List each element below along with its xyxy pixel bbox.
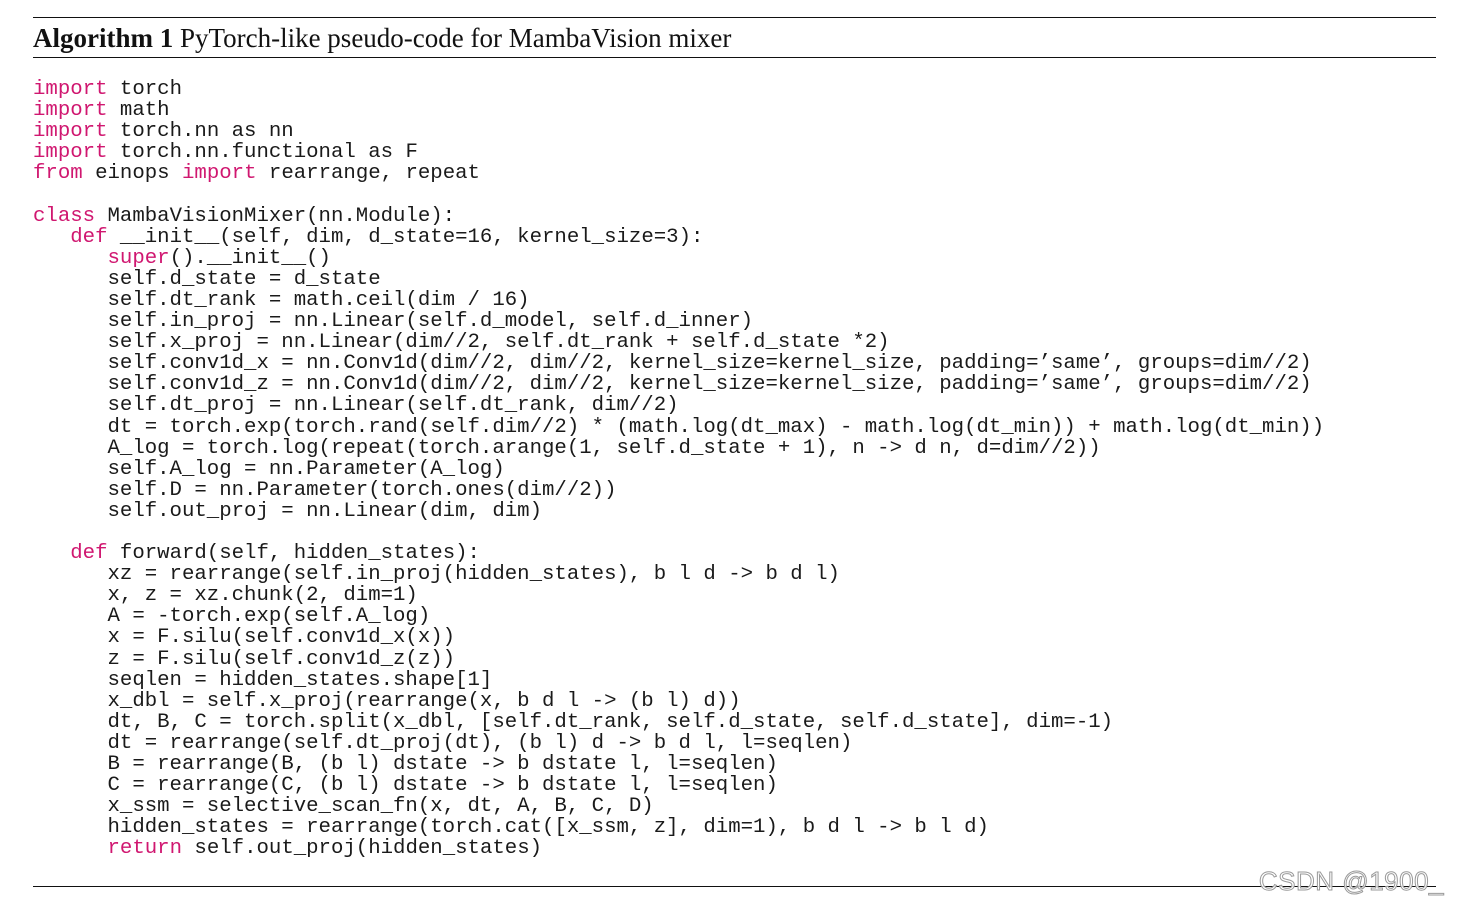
code-text: dt = torch.exp(torch.rand(self.dim//2) *… <box>33 415 1325 439</box>
code-line: C = rearrange(C, (b l) dstate -> b dstat… <box>33 775 1436 796</box>
code-text: self.out_proj(hidden_states) <box>182 837 543 861</box>
code-line: from einops import rearrange, repeat <box>33 163 1436 184</box>
code-line: self.in_proj = nn.Linear(self.d_model, s… <box>33 311 1436 332</box>
code-line: self.dt_proj = nn.Linear(self.dt_rank, d… <box>33 395 1436 416</box>
code-text: self.dt_rank = math.ceil(dim / 16) <box>33 288 530 312</box>
algorithm-block: Algorithm 1 PyTorch-like pseudo-code for… <box>33 17 1436 859</box>
code-keyword: import <box>33 78 108 101</box>
watermark: CSDN @1900_ <box>1258 866 1444 897</box>
code-text: self.out_proj = nn.Linear(dim, dim) <box>33 499 542 523</box>
code-line: hidden_states = rearrange(torch.cat([x_s… <box>33 817 1436 838</box>
code-line: self.conv1d_x = nn.Conv1d(dim//2, dim//2… <box>33 353 1436 374</box>
algorithm-label: Algorithm 1 <box>33 23 174 53</box>
code-text: seqlen = hidden_states.shape[1] <box>33 668 493 692</box>
code-text <box>33 542 70 565</box>
code-text <box>33 247 108 270</box>
code-line: self.D = nn.Parameter(torch.ones(dim//2)… <box>33 480 1436 501</box>
code-keyword: import <box>182 162 257 186</box>
caption-rule <box>33 57 1436 58</box>
code-text: torch.nn as nn <box>107 120 294 144</box>
code-line: self.out_proj = nn.Linear(dim, dim) <box>33 501 1436 522</box>
bottom-rule <box>33 886 1436 887</box>
code-keyword: super <box>107 246 170 270</box>
code-line: x = F.silu(self.conv1d_x(x)) <box>33 627 1436 648</box>
code-text: C = rearrange(C, (b l) dstate -> b dstat… <box>33 774 778 798</box>
code-line: self.dt_rank = math.ceil(dim / 16) <box>33 290 1436 311</box>
code-line: super().__init__() <box>33 248 1436 269</box>
code-text: math <box>107 99 170 123</box>
code-text: self.d_state = d_state <box>33 267 381 291</box>
code-line: return self.out_proj(hidden_states) <box>33 838 1436 859</box>
code-line: x_ssm = selective_scan_fn(x, dt, A, B, C… <box>33 796 1436 817</box>
code-line: self.A_log = nn.Parameter(A_log) <box>33 459 1436 480</box>
code-text: forward(self, hidden_states): <box>107 542 480 566</box>
algorithm-caption: Algorithm 1 PyTorch-like pseudo-code for… <box>33 18 1436 56</box>
code-text: x = F.silu(self.conv1d_x(x)) <box>33 626 456 650</box>
code-line: A_log = torch.log(repeat(torch.arange(1,… <box>33 438 1436 459</box>
code-text <box>33 837 108 860</box>
code-keyword: class <box>33 204 96 228</box>
code-line: import torch.nn as nn <box>33 121 1436 142</box>
code-keyword: def <box>70 542 108 566</box>
code-text: torch.nn.functional as F <box>107 141 418 165</box>
code-text: dt = rearrange(self.dt_proj(dt), (b l) d… <box>33 731 853 755</box>
code-text <box>33 226 70 249</box>
code-text: self.conv1d_x = nn.Conv1d(dim//2, dim//2… <box>33 352 1312 376</box>
code-line: dt = rearrange(self.dt_proj(dt), (b l) d… <box>33 733 1436 754</box>
code-keyword: import <box>33 141 108 165</box>
code-keyword: return <box>107 837 183 861</box>
code-line: B = rearrange(B, (b l) dstate -> b dstat… <box>33 754 1436 775</box>
code-line: z = F.silu(self.conv1d_z(z)) <box>33 647 1436 671</box>
code-line: def __init__(self, dim, d_state=16, kern… <box>33 227 1436 248</box>
code-line: import torch <box>33 79 1436 100</box>
top-rule <box>33 17 1436 18</box>
code-text: torch <box>107 78 182 101</box>
code-keyword: def <box>70 225 108 249</box>
code-text: self.x_proj = nn.Linear(dim//2, self.dt_… <box>33 331 890 355</box>
code-line: xz = rearrange(self.in_proj(hidden_state… <box>33 564 1436 585</box>
code-line: self.d_state = d_state <box>33 269 1436 290</box>
code-line: dt = torch.exp(torch.rand(self.dim//2) *… <box>33 415 1436 439</box>
code-text: dt, B, C = torch.split(x_dbl, [self.dt_r… <box>33 710 1114 734</box>
code-line: A = -torch.exp(self.A_log) <box>33 606 1436 627</box>
code-keyword: import <box>33 120 108 144</box>
code-line: import math <box>33 100 1436 121</box>
code-line: import torch.nn.functional as F <box>33 142 1436 163</box>
code-text: self.in_proj = nn.Linear(self.d_model, s… <box>33 310 754 334</box>
code-text: MambaVisionMixer(nn.Module): <box>95 204 456 228</box>
code-text: x_dbl = self.x_proj(rearrange(x, b d l -… <box>33 689 741 713</box>
code-line: self.conv1d_z = nn.Conv1d(dim//2, dim//2… <box>33 374 1436 395</box>
code-line: x_dbl = self.x_proj(rearrange(x, b d l -… <box>33 691 1436 712</box>
code-line <box>33 184 1436 205</box>
code-line <box>33 522 1436 543</box>
code-text: ().__init__() <box>169 246 331 270</box>
code-text: B = rearrange(B, (b l) dstate -> b dstat… <box>33 753 778 776</box>
code-text: self.conv1d_z = nn.Conv1d(dim//2, dim//2… <box>33 373 1312 397</box>
code-text: A_log = torch.log(repeat(torch.arange(1,… <box>33 436 1101 460</box>
code-text: hidden_states = rearrange(torch.cat([x_s… <box>33 816 989 840</box>
code-line: self.x_proj = nn.Linear(dim//2, self.dt_… <box>33 332 1436 353</box>
code-line: dt, B, C = torch.split(x_dbl, [self.dt_r… <box>33 712 1436 733</box>
code-line: x, z = xz.chunk(2, dim=1) <box>33 585 1436 606</box>
code-line: def forward(self, hidden_states): <box>33 543 1436 564</box>
code-keyword: from <box>33 162 83 186</box>
code-text: x, z = xz.chunk(2, dim=1) <box>33 584 418 608</box>
code-text: A = -torch.exp(self.A_log) <box>33 605 431 629</box>
code-text: xz = rearrange(self.in_proj(hidden_state… <box>33 563 840 587</box>
code-text: x_ssm = selective_scan_fn(x, dt, A, B, C… <box>33 795 654 819</box>
code-text: self.dt_proj = nn.Linear(self.dt_rank, d… <box>33 394 679 418</box>
algorithm-title: PyTorch-like pseudo-code for MambaVision… <box>179 23 732 53</box>
code-text: self.D = nn.Parameter(torch.ones(dim//2)… <box>33 478 617 502</box>
code-text: z = F.silu(self.conv1d_z(z)) <box>33 647 456 671</box>
code-text: __init__(self, dim, d_state=16, kernel_s… <box>107 225 704 249</box>
code-keyword: import <box>33 99 108 123</box>
code-text: einops <box>82 162 182 186</box>
code-line: seqlen = hidden_states.shape[1] <box>33 670 1436 691</box>
code-text: self.A_log = nn.Parameter(A_log) <box>33 457 505 481</box>
code-text: rearrange, repeat <box>256 162 480 186</box>
code-line: class MambaVisionMixer(nn.Module): <box>33 206 1436 227</box>
